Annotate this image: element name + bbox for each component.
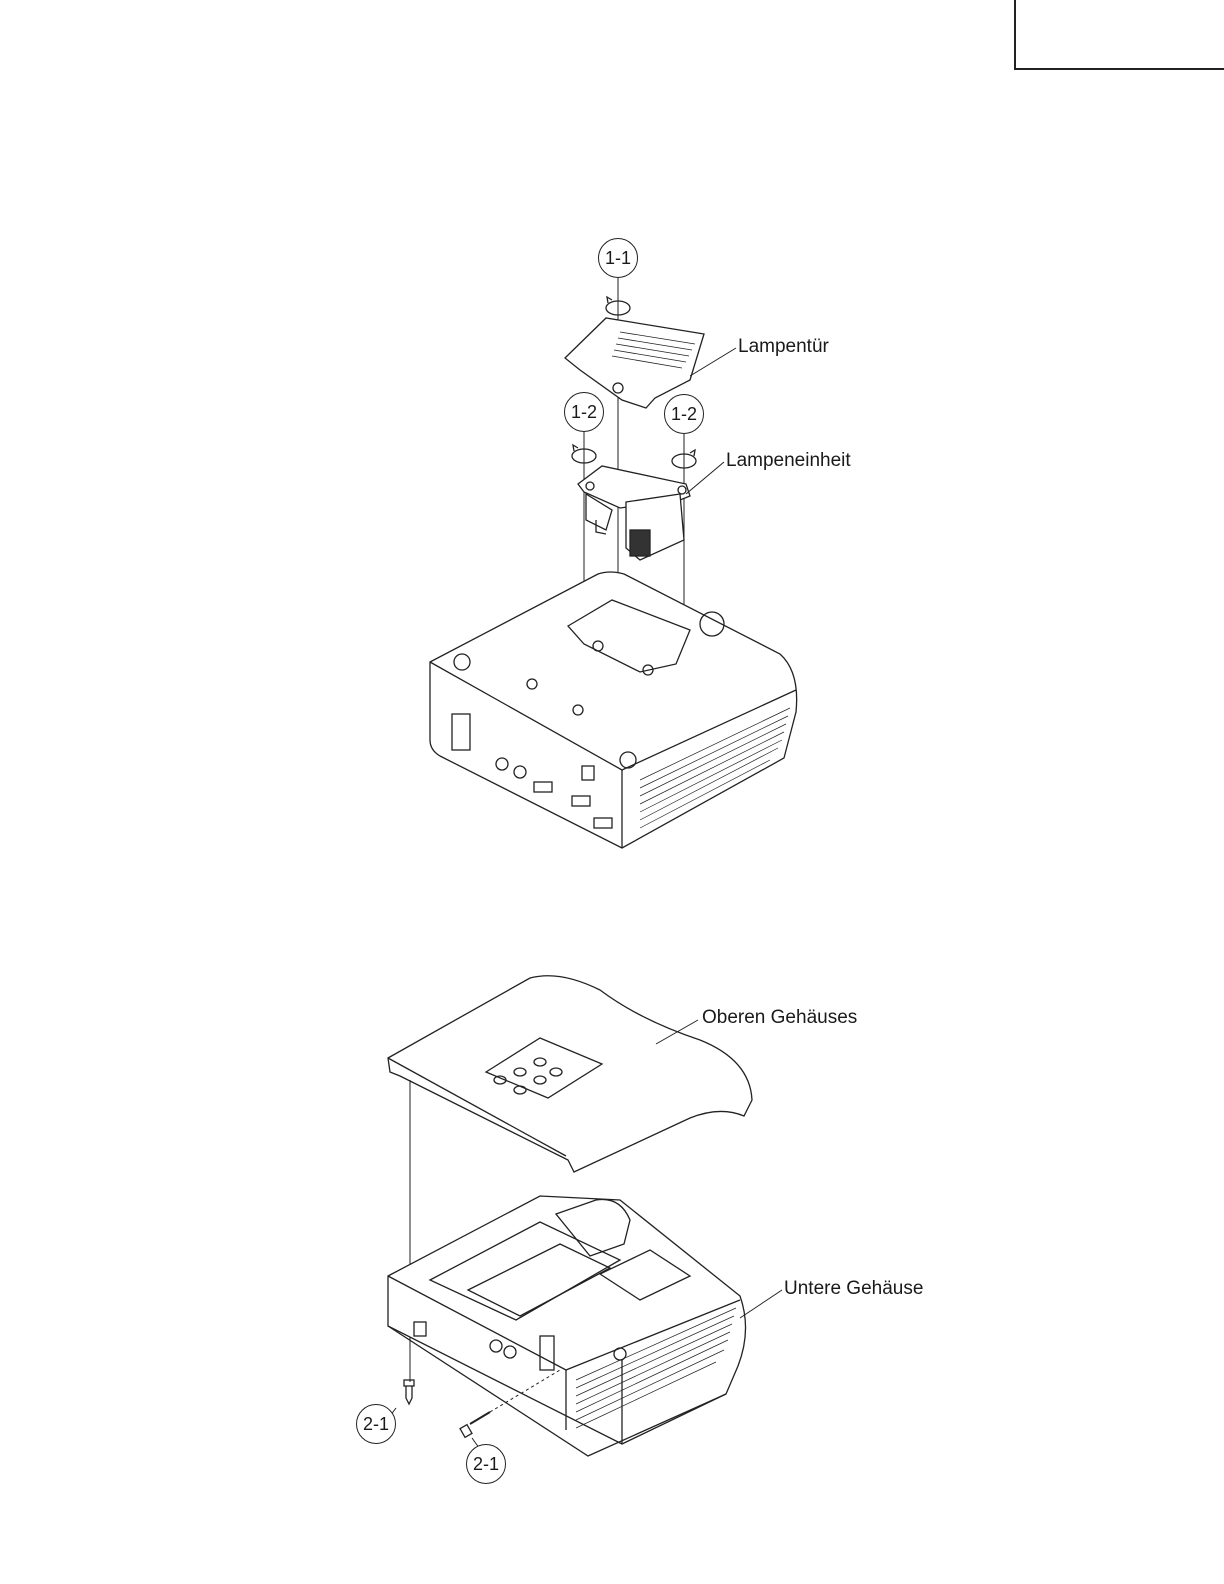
screw-icon xyxy=(404,1380,414,1404)
cabinet-removal-figure xyxy=(384,976,752,1456)
projector-body xyxy=(430,572,797,848)
screw-icon xyxy=(460,1412,490,1437)
label-lamp-door: Lampentür xyxy=(738,336,829,358)
callout-1-2-left: 1-2 xyxy=(564,392,604,432)
callout-1-1: 1-1 xyxy=(598,238,638,278)
lamp-unit-part xyxy=(578,466,690,560)
callout-2-1-bottom: 2-1 xyxy=(466,1444,506,1484)
callout-1-2-right: 1-2 xyxy=(664,394,704,434)
top-cabinet-part xyxy=(388,976,752,1172)
bottom-cabinet-part xyxy=(388,1196,746,1456)
label-lamp-unit: Lampeneinheit xyxy=(726,450,851,472)
callout-2-1-left: 2-1 xyxy=(356,1404,396,1444)
label-bottom-cabinet: Untere Gehäuse xyxy=(784,1278,923,1300)
lamp-removal-figure xyxy=(430,278,797,848)
label-top-cabinet: Oberen Gehäuses xyxy=(702,1007,857,1029)
